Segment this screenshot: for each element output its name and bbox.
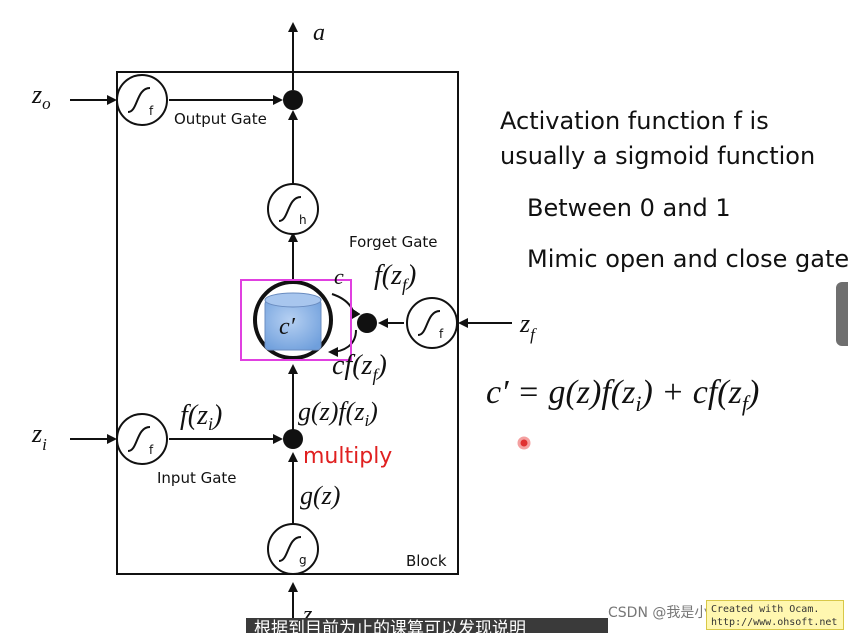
cell-update-formula: c′ = g(z)f(zi) + cf(zf) [486, 374, 760, 416]
output-multiply-dot [283, 90, 303, 110]
g-gate-sigmoid-icon: g [267, 523, 319, 575]
input-gate-label: Input Gate [157, 469, 237, 487]
output-gate-sigmoid-icon: f [116, 74, 168, 126]
h-gate-letter: h [299, 213, 307, 227]
input-zf-label: zf [519, 309, 537, 344]
stamp-line-1: Created with Ocam. [711, 604, 820, 615]
f-zi-label: f(zi) [180, 400, 222, 434]
block-label: Block [406, 552, 447, 570]
gz-fzi-label: g(z)f(zi) [298, 397, 378, 430]
recorder-stamp: Created with Ocam. http://www.ohsoft.net [706, 600, 844, 630]
cell-highlight-box [240, 279, 352, 361]
output-gate-letter: f [149, 104, 154, 118]
gz-label: g(z) [300, 481, 340, 510]
h-gate-sigmoid-icon: h [267, 183, 319, 235]
output-a-label: a [313, 20, 325, 46]
note-line-4: Mimic open and close gate [527, 245, 848, 273]
subtitle-bar: 根据到目前为止的课算可以发现说明 [246, 618, 608, 633]
note-line-2: usually a sigmoid function [500, 142, 816, 170]
input-gate-letter: f [149, 443, 154, 457]
input-multiply-dot [283, 429, 303, 449]
memory-cell: c′ [253, 280, 333, 360]
note-line-3: Between 0 and 1 [527, 194, 731, 222]
cell-label: c′ [279, 314, 296, 340]
forget-multiply-dot [357, 313, 377, 333]
subtitle-text: 根据到目前为止的课算可以发现说明 [254, 619, 526, 633]
input-gate-sigmoid-icon: f [116, 413, 168, 465]
forget-gate-sigmoid-icon: f [406, 297, 458, 349]
forget-gate-letter: f [439, 327, 444, 341]
cursor-dot [517, 436, 531, 450]
multiply-label: multiply [303, 444, 392, 469]
recurrence-arc-bottom [328, 329, 357, 357]
input-zo-label: zo [31, 80, 51, 113]
f-zf-label: f(zf) [374, 260, 416, 295]
cf-zf-label: cf(zf) [332, 350, 387, 385]
forget-gate-label: Forget Gate [349, 233, 438, 251]
g-gate-letter: g [299, 553, 307, 567]
note-line-1: Activation function f is [500, 107, 769, 135]
side-scroll-handle[interactable] [836, 282, 848, 346]
output-gate-label: Output Gate [174, 110, 267, 128]
c-label: c [334, 264, 344, 289]
stamp-line-2: http://www.ohsoft.net [711, 617, 838, 628]
input-z-label: z [302, 602, 313, 628]
input-zi-label: zi [31, 419, 47, 454]
